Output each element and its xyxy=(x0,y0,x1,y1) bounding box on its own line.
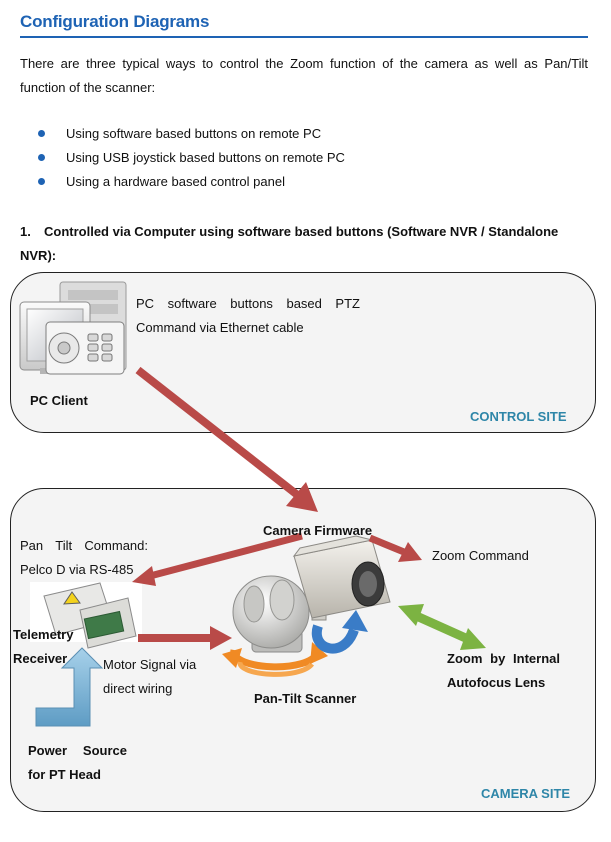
telemetry-label-line2: Receiver xyxy=(13,651,68,666)
power-arrow xyxy=(35,647,104,727)
command-arrows xyxy=(132,366,422,650)
bullet-icon xyxy=(38,130,45,137)
zoom-lens-line1: Zoom by Internal xyxy=(447,651,560,666)
pc-command-text-line2: Command via Ethernet cable xyxy=(136,320,304,335)
list-item: Using a hardware based control panel xyxy=(38,170,345,194)
zoom-command-label: Zoom Command xyxy=(432,548,529,563)
motor-signal-line1: Motor Signal via xyxy=(103,657,197,672)
intro-paragraph: There are three typical ways to control … xyxy=(20,56,588,95)
control-site-label: CONTROL SITE xyxy=(470,409,567,424)
bullet-icon xyxy=(38,178,45,185)
camera-site-label: CAMERA SITE xyxy=(481,786,571,801)
section-title: Controlled via Computer using software b… xyxy=(20,224,559,263)
camera-site-box xyxy=(10,488,596,812)
pan-tilt-scanner-label: Pan-Tilt Scanner xyxy=(254,691,357,706)
pc-client-icon xyxy=(19,281,127,375)
title-rule xyxy=(20,36,588,38)
list-item: Using software based buttons on remote P… xyxy=(38,122,345,146)
power-source-line2: for PT Head xyxy=(28,767,101,782)
tilt-rotation-arrow xyxy=(311,610,368,654)
page-title: Configuration Diagrams xyxy=(20,12,210,31)
zoom-lens-arrow xyxy=(398,604,486,650)
pc-command-text-line1: PC software buttons based PTZ xyxy=(136,296,360,311)
pan-tilt-command-line2: Pelco D via RS-485 xyxy=(20,562,134,577)
telemetry-label-line1: Telemetry xyxy=(13,627,74,642)
power-source-line1: Power Source xyxy=(28,743,127,758)
pan-rotation-arrow xyxy=(222,642,328,677)
pc-client-label: PC Client xyxy=(30,393,88,408)
pan-tilt-scanner-icon xyxy=(232,575,310,653)
motor-signal-line2: direct wiring xyxy=(103,681,173,696)
zoom-lens-line2: Autofocus Lens xyxy=(447,675,546,690)
section-heading: 1.Controlled via Computer using software… xyxy=(20,220,588,268)
pan-tilt-command-line1: Pan Tilt Command: xyxy=(20,538,148,553)
section-number: 1. xyxy=(20,224,31,239)
telemetry-receiver-icon xyxy=(30,582,142,649)
list-item: Using USB joystick based buttons on remo… xyxy=(38,146,345,170)
bullet-icon xyxy=(38,154,45,161)
camera-icon xyxy=(292,535,391,621)
camera-firmware-label: Camera Firmware xyxy=(263,523,373,538)
bullet-list: Using software based buttons on remote P… xyxy=(38,122,345,194)
